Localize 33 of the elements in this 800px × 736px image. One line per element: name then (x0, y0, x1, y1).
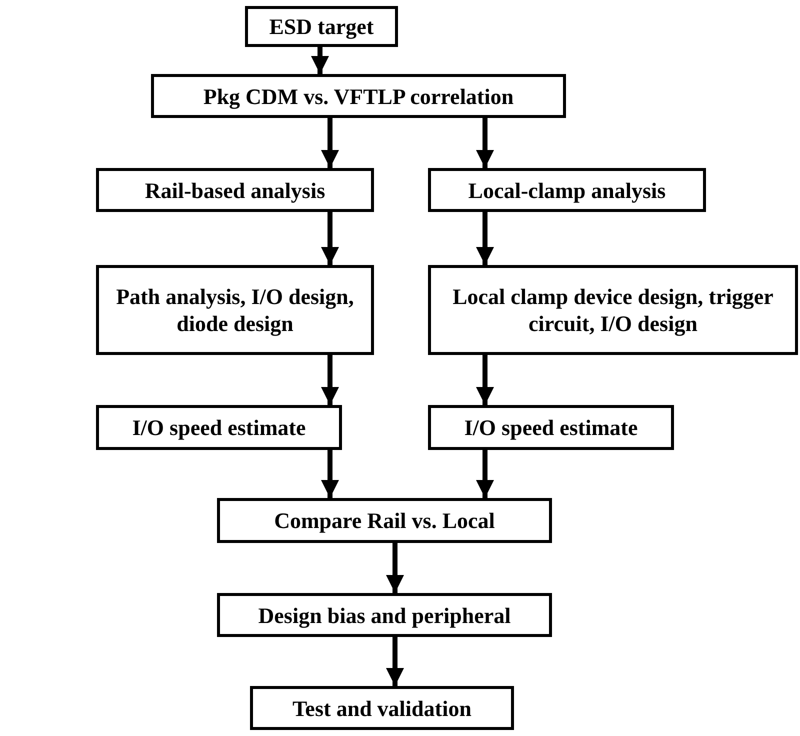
arrow (476, 212, 494, 265)
box-label: Compare Rail vs. Local (274, 507, 495, 534)
arrow (476, 450, 494, 498)
process-box (151, 74, 566, 118)
process-box (96, 405, 342, 450)
box-label: Pkg CDM vs. VFTLP correlation (203, 82, 514, 110)
box-label: Test and validation (292, 694, 472, 722)
box-label: I/O speed estimate (132, 414, 306, 441)
process-box (96, 265, 374, 355)
arrow (476, 355, 494, 405)
arrow (386, 543, 404, 593)
box-label: Design bias and peripheral (258, 602, 511, 628)
arrow (476, 118, 494, 168)
process-box (217, 498, 552, 543)
arrow (321, 450, 339, 498)
process-box (96, 168, 374, 212)
box-label: ESD target (269, 13, 374, 40)
arrow (386, 637, 404, 686)
arrow (321, 212, 339, 265)
box-label: Path analysis, I/O design, diode design (115, 283, 355, 337)
process-box (245, 6, 398, 47)
process-box (250, 686, 514, 730)
process-box (217, 593, 552, 637)
process-box (428, 168, 706, 212)
box-label: Rail-based analysis (144, 176, 326, 204)
process-box (428, 405, 674, 450)
box-label: Local clamp device design, trigger circuit, I/O design (452, 283, 774, 337)
arrow (311, 47, 329, 74)
process-box (428, 265, 798, 355)
box-label: Local-clamp analysis (468, 176, 666, 204)
box-label: I/O speed estimate (464, 414, 638, 441)
arrow (321, 355, 339, 405)
arrow (321, 118, 339, 168)
